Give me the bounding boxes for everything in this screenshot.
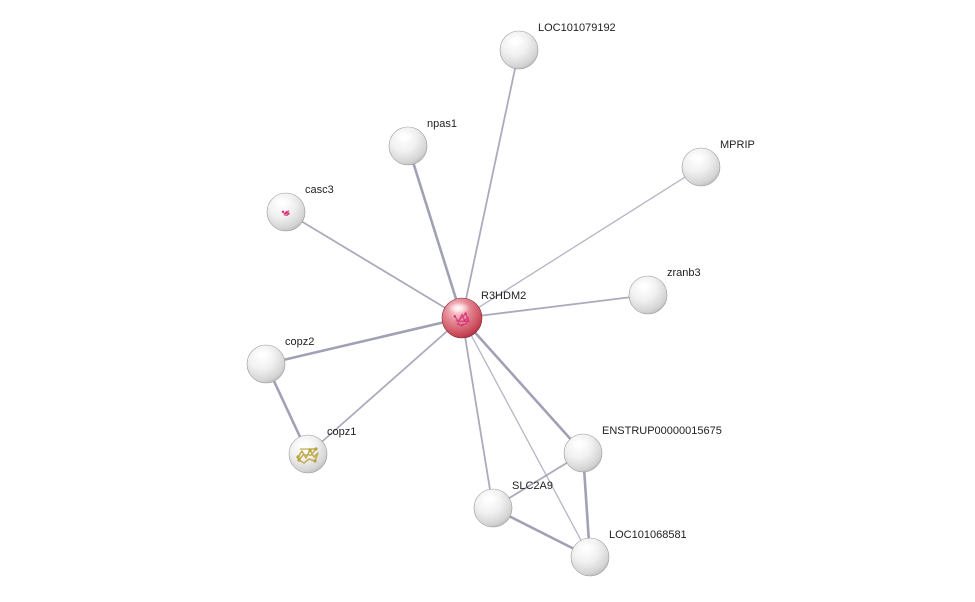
node-highlight <box>569 438 591 449</box>
node-label-copz2: copz2 <box>285 336 314 348</box>
node-highlight <box>272 197 294 208</box>
node-mprip[interactable] <box>681 147 721 187</box>
node-label-zranb3: zranb3 <box>667 267 701 279</box>
node-slc2a9[interactable] <box>473 488 513 528</box>
node-enstrup[interactable] <box>563 433 603 473</box>
protein-structure-icon <box>296 447 319 464</box>
node-highlight <box>634 280 656 291</box>
edge-r3hdm2-mprip[interactable] <box>461 166 702 319</box>
node-loc101079192[interactable] <box>499 30 539 70</box>
node-copz2[interactable] <box>246 344 286 384</box>
node-highlight <box>576 542 598 553</box>
node-zranb3[interactable] <box>628 275 668 315</box>
node-r3hdm2[interactable] <box>441 297 483 339</box>
protein-structure-icon <box>453 312 470 327</box>
protein-structure-icon <box>281 210 290 216</box>
node-highlight <box>687 152 709 163</box>
edge-r3hdm2-enstrup[interactable] <box>460 316 585 455</box>
edge-r3hdm2-loc101068581[interactable] <box>461 317 591 558</box>
node-highlight <box>252 349 274 360</box>
edge-r3hdm2-npas1[interactable] <box>406 144 464 320</box>
edge-r3hdm2-loc101079192[interactable] <box>461 49 520 319</box>
edge-r3hdm2-copz2[interactable] <box>264 316 464 366</box>
node-label-loc101068581: LOC101068581 <box>609 529 687 541</box>
node-highlight <box>448 302 470 314</box>
edge-r3hdm2-casc3[interactable] <box>285 211 463 319</box>
node-highlight <box>394 131 416 142</box>
node-label-slc2a9: SLC2A9 <box>512 480 553 492</box>
edge-r3hdm2-copz1[interactable] <box>307 317 463 455</box>
nodes-layer <box>246 30 721 577</box>
node-label-enstrup: ENSTRUP00000015675 <box>602 425 722 437</box>
node-loc101068581[interactable] <box>570 537 610 577</box>
node-highlight <box>479 493 501 504</box>
edge-r3hdm2-zranb3[interactable] <box>461 294 649 319</box>
node-label-loc101079192: LOC101079192 <box>538 22 616 34</box>
edge-r3hdm2-slc2a9[interactable] <box>461 317 494 509</box>
node-highlight <box>294 439 316 450</box>
node-label-copz1: copz1 <box>327 426 356 438</box>
node-label-mprip: MPRIP <box>720 139 755 151</box>
node-label-casc3: casc3 <box>305 184 334 196</box>
node-npas1[interactable] <box>388 126 428 166</box>
node-casc3[interactable] <box>266 192 306 232</box>
node-label-npas1: npas1 <box>427 118 457 130</box>
node-label-r3hdm2: R3HDM2 <box>481 290 526 302</box>
node-highlight <box>505 35 527 46</box>
node-copz1[interactable] <box>288 434 328 474</box>
